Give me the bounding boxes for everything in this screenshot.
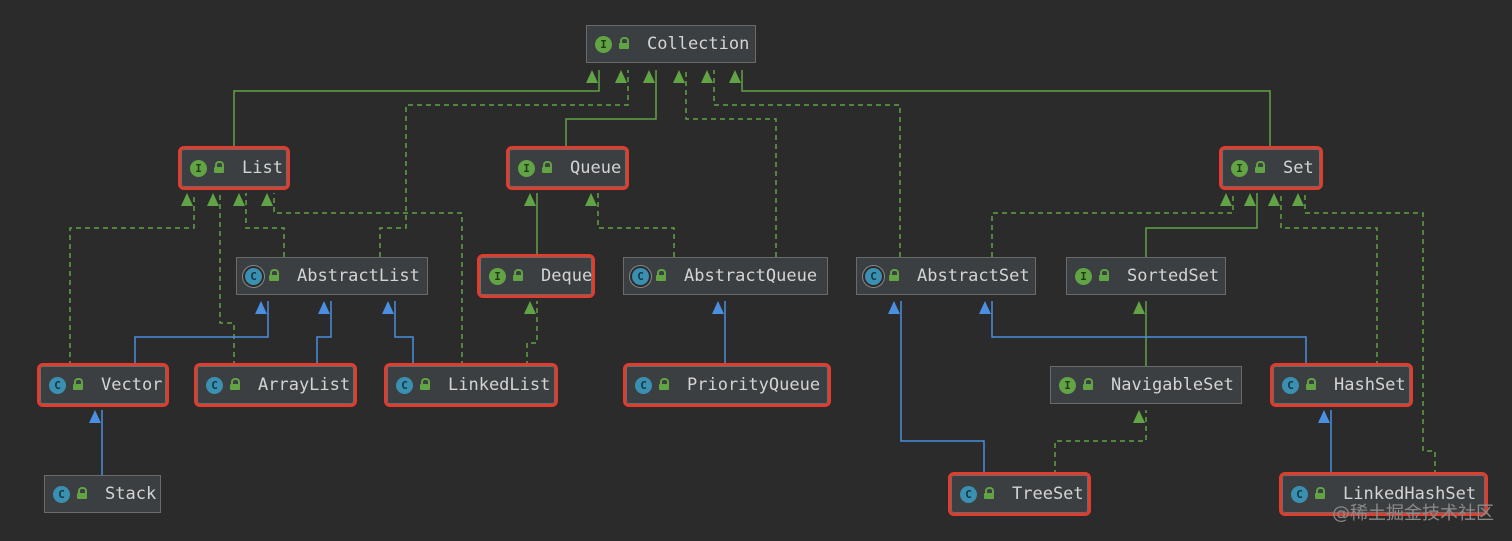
edge-tree-set-to-navigable-set (1054, 410, 1147, 475)
edge-set-to-collection (729, 70, 1271, 149)
class-icon: C (49, 376, 66, 394)
node-sorted-set[interactable]: I SortedSet (1066, 257, 1226, 295)
node-label: Vector (101, 375, 163, 395)
public-lock-icon (73, 377, 83, 390)
public-lock-icon (1255, 160, 1265, 173)
node-vector[interactable]: C Vector (37, 363, 169, 407)
node-label: Set (1283, 158, 1314, 178)
interface-icon: I (518, 159, 535, 177)
edge-linked-list-to-deque (524, 301, 538, 366)
edge-abstract-set-to-collection (701, 70, 901, 257)
edge-linked-list-to-list (261, 193, 463, 366)
edge-list-to-collection (233, 70, 600, 149)
class-icon: C (1291, 485, 1308, 503)
node-label: Stack (105, 484, 157, 504)
edge-vector-to-list (69, 193, 195, 366)
node-abstract-list[interactable]: C AbstractList (236, 257, 428, 295)
watermark: @稀土掘金技术社区 (1332, 503, 1494, 524)
edge-hash-set-to-abstract-set (979, 301, 1307, 366)
abstract-class-icon: C (245, 267, 262, 285)
class-icon: C (635, 376, 652, 394)
node-abstract-set[interactable]: C AbstractSet (856, 257, 1036, 295)
class-icon: C (1282, 376, 1299, 394)
edge-abstract-set-to-set (991, 193, 1234, 257)
node-label: LinkedList (448, 375, 551, 395)
node-label: NavigableSet (1111, 375, 1234, 395)
node-array-list[interactable]: C ArrayList (194, 363, 357, 407)
class-icon: C (396, 376, 413, 394)
public-lock-icon (542, 160, 552, 173)
node-collection[interactable]: I Collection (586, 25, 756, 63)
node-navigable-set[interactable]: I NavigableSet (1050, 366, 1242, 404)
node-label: HashSet (1334, 375, 1406, 395)
public-lock-icon (214, 160, 224, 173)
node-hash-set[interactable]: C HashSet (1270, 363, 1413, 407)
interface-icon: I (1231, 159, 1248, 177)
public-lock-icon (230, 377, 240, 390)
public-lock-icon (1099, 268, 1109, 281)
edge-tree-set-to-abstract-set (888, 301, 985, 475)
edge-array-list-to-abstract-list (316, 301, 332, 366)
public-lock-icon (77, 486, 87, 499)
class-icon: C (206, 376, 223, 394)
node-priority-queue[interactable]: C PriorityQueue (623, 363, 831, 407)
node-label: LinkedHashSet (1343, 484, 1477, 504)
node-label: List (242, 158, 283, 178)
node-label: TreeSet (1012, 484, 1084, 504)
node-label: AbstractList (297, 266, 420, 286)
edge-array-list-to-list (207, 193, 235, 366)
node-linked-list[interactable]: C LinkedList (384, 363, 558, 407)
interface-icon: I (1075, 267, 1092, 285)
public-lock-icon (269, 268, 279, 281)
node-tree-set[interactable]: C TreeSet (948, 472, 1091, 516)
node-label: AbstractQueue (684, 266, 818, 286)
edge-sorted-set-to-set (1145, 193, 1258, 257)
node-deque[interactable]: I Deque (477, 254, 595, 298)
public-lock-icon (619, 36, 629, 49)
edge-linked-hash-set-to-set (1292, 193, 1436, 475)
public-lock-icon (659, 377, 669, 390)
node-queue[interactable]: I Queue (506, 146, 629, 190)
edge-abstract-list-to-list (233, 193, 285, 257)
interface-icon: I (489, 267, 506, 285)
edge-abstract-queue-to-queue (585, 193, 675, 257)
node-list[interactable]: I List (178, 146, 290, 190)
public-lock-icon (656, 268, 666, 281)
edge-queue-to-collection (565, 70, 657, 149)
edge-hash-set-to-set (1268, 193, 1378, 366)
edge-vector-to-abstract-list (134, 301, 269, 366)
class-icon: C (960, 485, 977, 503)
class-icon: C (53, 485, 70, 503)
node-label: ArrayList (258, 375, 351, 395)
node-label: Collection (647, 34, 750, 54)
node-abstract-queue[interactable]: C AbstractQueue (623, 257, 828, 295)
node-label: Deque (541, 266, 593, 286)
public-lock-icon (420, 377, 430, 390)
public-lock-icon (1083, 377, 1093, 390)
interface-icon: I (595, 35, 612, 53)
node-label: PriorityQueue (687, 375, 821, 395)
node-label: Queue (570, 158, 622, 178)
public-lock-icon (889, 268, 899, 281)
interface-icon: I (190, 159, 207, 177)
edge-abstract-list-to-collection (379, 70, 629, 257)
public-lock-icon (1315, 486, 1325, 499)
node-linked-hash-set[interactable]: C LinkedHashSet (1279, 472, 1488, 516)
public-lock-icon (1306, 377, 1316, 390)
interface-icon: I (1059, 376, 1076, 394)
abstract-class-icon: C (865, 267, 882, 285)
node-label: SortedSet (1127, 266, 1220, 286)
public-lock-icon (513, 268, 523, 281)
node-label: AbstractSet (917, 266, 1030, 286)
node-stack[interactable]: C Stack (44, 475, 161, 513)
edge-abstract-queue-to-collection (673, 70, 777, 257)
node-set[interactable]: I Set (1219, 146, 1323, 190)
abstract-class-icon: C (632, 267, 649, 285)
public-lock-icon (984, 486, 994, 499)
edge-linked-list-to-abstract-list (382, 301, 414, 366)
